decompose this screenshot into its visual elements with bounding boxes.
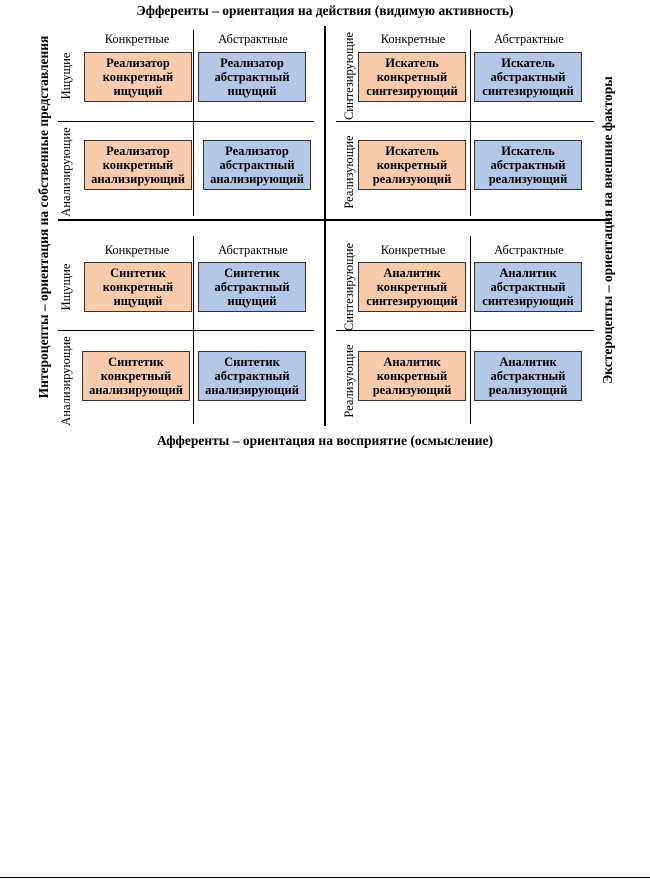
q3-box-synthesist-abstract-analyzing: Синтетик абстрактный анализирующий [198, 351, 306, 401]
left-axis-title: Интероцепты – ориентация на собственные … [36, 35, 51, 399]
q4-box-analyst-abstract-realizing: Аналитик абстрактный реализующий [474, 351, 582, 401]
q3-box-synthesist-abstract-searching: Синтетик абстрактный ищущий [198, 262, 306, 312]
q3-box-synthesist-concrete-analyzing: Синтетик конкретный анализирующий [82, 351, 190, 401]
q1-box-realizer-abstract-analyzing: Реализатор абстрактный анализирующий [203, 140, 311, 190]
q1-box-realizer-concrete-analyzing: Реализатор конкретный анализирующий [84, 140, 192, 190]
footer-rule [0, 877, 650, 878]
q1-box-realizer-abstract-searching: Реализатор абстрактный ищущий [198, 52, 306, 102]
q1-row-label-analyzing: Анализирующие [59, 127, 73, 217]
main-vertical-axis [324, 26, 326, 426]
q4-col-label-concrete: Конкретные [380, 243, 446, 257]
q2-row-label-realizing: Реализующие [342, 135, 356, 209]
q2-box-seeker-concrete-realizing: Искатель конкретный реализующий [358, 140, 466, 190]
q4-box-analyst-abstract-synthesizing: Аналитик абстрактный синтезирующий [474, 262, 582, 312]
q4-row-divider [336, 330, 594, 331]
q3-col-label-concrete: Конкретные [104, 243, 170, 257]
q3-row-divider [58, 330, 314, 331]
q4-row-label-realizing: Реализующие [342, 344, 356, 418]
q1-box-realizer-concrete-searching: Реализатор конкретный ищущий [84, 52, 192, 102]
q2-col-label-concrete: Конкретные [380, 32, 446, 46]
top-axis-title: Эфференты – ориентация на действия (види… [136, 3, 514, 18]
q2-column-divider [470, 30, 471, 216]
q2-row-label-synthesizing: Синтезирующие [342, 31, 356, 121]
q4-col-label-abstract: Абстрактные [494, 243, 564, 257]
bottom-axis-title: Афференты – ориентация на восприятие (ос… [156, 433, 493, 448]
q1-row-label-searching: Ищущие [59, 52, 73, 100]
q3-col-label-abstract: Абстрактные [218, 243, 288, 257]
q4-box-analyst-concrete-realizing: Аналитик конкретный реализующий [358, 351, 466, 401]
q2-col-label-abstract: Абстрактные [494, 32, 564, 46]
q1-column-divider [193, 30, 194, 216]
q2-box-seeker-abstract-synthesizing: Искатель абстрактный синтезирующий [474, 52, 582, 102]
q3-box-synthesist-concrete-searching: Синтетик конкретный ищущий [84, 262, 192, 312]
main-horizontal-axis [58, 219, 610, 221]
q1-row-divider [58, 121, 314, 122]
q1-col-label-concrete: Конкретные [104, 32, 170, 46]
q2-box-seeker-concrete-synthesizing: Искатель конкретный синтезирующий [358, 52, 466, 102]
q2-box-seeker-abstract-realizing: Искатель абстрактный реализующий [474, 140, 582, 190]
q4-box-analyst-concrete-synthesizing: Аналитик конкретный синтезирующий [358, 262, 466, 312]
q3-row-label-analyzing: Анализирующие [59, 336, 73, 426]
right-axis-title: Экстероцепты – ориентация на внешние фак… [600, 76, 615, 384]
q1-col-label-abstract: Абстрактные [218, 32, 288, 46]
q2-row-divider [336, 121, 594, 122]
